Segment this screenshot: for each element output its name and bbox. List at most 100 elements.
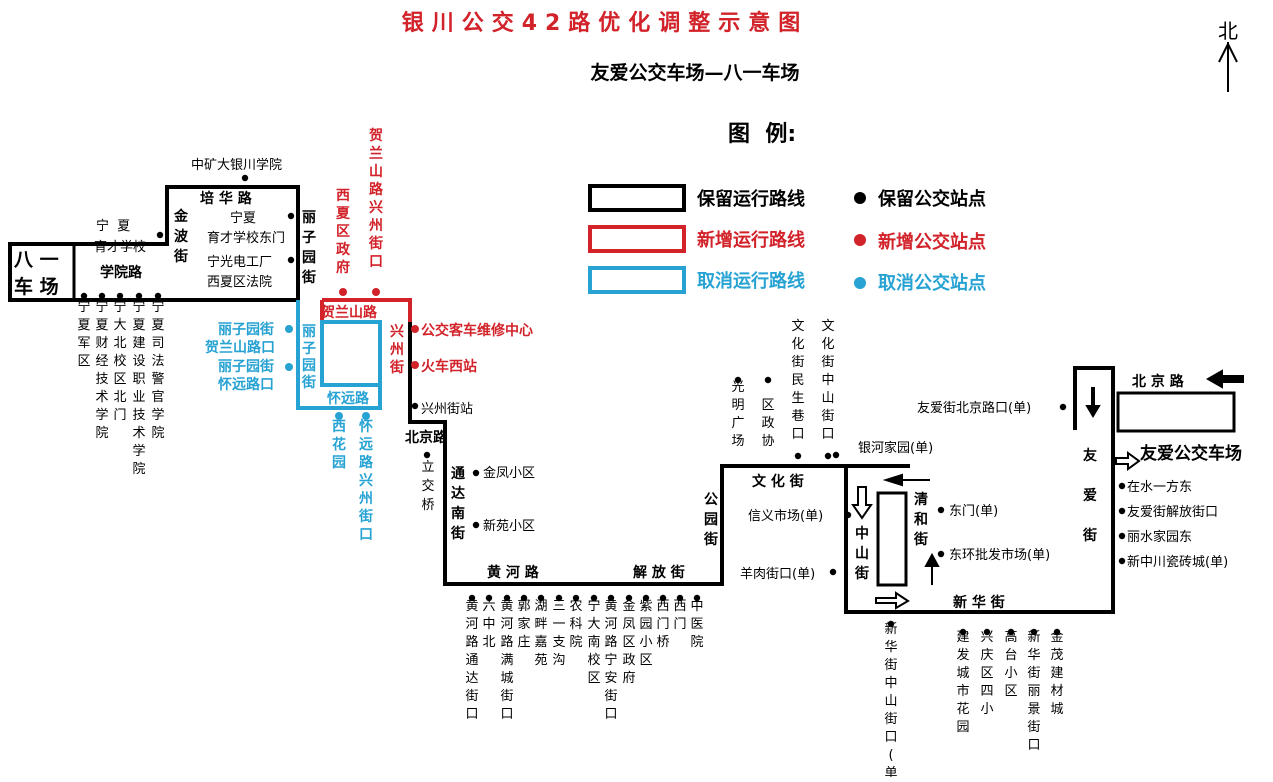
stop-dot [135,292,143,300]
vlabel-stops-huanghe_south-10: 紫园小区 [639,599,652,668]
svg-text:车 场: 车 场 [14,275,59,298]
svg-text:北: 北 [1218,19,1238,43]
svg-text:银河家园(单): 银河家园(单) [858,440,933,456]
svg-text:东环批发市场(单): 东环批发市场(单) [949,547,1050,563]
vlabel-stops-xueyuan_south-2: 宁大北校区北门 [113,299,126,423]
stop-dot [287,212,295,220]
vlabel-stops-xueyuan_south-1: 宁夏财经技术学院 [95,299,108,441]
svg-text:丽水家园东: 丽水家园东 [1127,529,1192,545]
north-arrow-icon: 北 [1218,19,1238,92]
svg-text:丽子园街: 丽子园街 [218,358,274,375]
road-jiefang: 解 放 街 [633,564,685,581]
stop-dot [472,521,480,529]
stop-dot [241,174,249,182]
vlabel-stops-huanghe_south-8: 黄河路宁安街口 [604,599,617,722]
vlabel-roads-gongyuan: 公园街 [703,492,718,548]
vlabel-stops-huanghe_south-2: 黄河路满城街口 [500,599,513,722]
svg-text:在水一方东: 在水一方东 [1127,479,1192,495]
new-route [320,298,412,322]
road-beijing-e: 北 京 路 [1132,373,1185,390]
stop-dot [372,288,380,296]
kept-route [8,185,1236,614]
stop-dot [676,594,684,602]
svg-text:新中川瓷砖城(单): 新中川瓷砖城(单) [1127,554,1228,570]
stop-zhongkuang: 中矿大银川学院 [191,157,282,173]
terminal-bayi: 八 一 车 场 [14,249,59,298]
svg-text:贺兰山路口: 贺兰山路口 [204,339,275,356]
stop-dot [642,594,650,602]
vlabel-stops-helan_xingzhou: 贺兰山路兴州街口 [368,127,384,270]
map-title: 银川公交42路优化调整示意图 [402,10,809,36]
vertical-labels: 金波街丽子园街丽子园街兴州街通达南街公园街中山街清和街友爱街西夏区政府贺兰山路兴… [77,127,1097,781]
stop-dot [285,325,293,333]
svg-text:友爱街北京路口(单): 友爱街北京路口(单) [917,400,1031,416]
stop-dot [590,594,598,602]
vlabel-stops-xinhua_south-3: 新华街丽景街口 [1027,629,1040,753]
vlabel-roads-xingzhou: 兴州街 [389,323,404,376]
stop-dot [625,594,633,602]
stop-dot [829,568,837,576]
vlabel-stops-huanghe_south-11: 西门桥 [656,599,669,650]
stop-dot [937,506,945,514]
stop-dot [824,452,832,460]
vlabel-stops-xinhua_zhongshan: 新华街中山街口(单) [884,621,897,777]
stop-dot [339,288,347,296]
stop-dot [734,376,742,384]
vlabel-stops-huanghe_south-5: 三一支沟 [552,599,565,668]
stop-dot [423,451,431,459]
svg-text:宁光电工厂: 宁光电工厂 [207,254,272,270]
stop-dot [520,594,528,602]
vlabel-stops-liqiao: 立交桥 [421,460,434,513]
stop-dot [1053,628,1061,636]
terminal-youai: 友爱公交车场 [1140,443,1242,464]
vlabel-stops-huanghe_south-9: 金凤区政府 [622,598,635,686]
stop-dot [472,469,480,477]
stop-dot [98,292,106,300]
svg-text:怀远路口: 怀远路口 [218,376,274,393]
vlabel-stops-huanghe_south-4: 湖畔嘉苑 [534,599,547,668]
vlabel-stops-huanghe_south-0: 黄河路通达街口 [465,599,478,722]
vlabel-stops-guangming: 光明广场 [731,380,744,449]
vlabel-stops-huanghe_south-7: 宁大南校区 [587,598,600,686]
svg-text:友爱街解放街口: 友爱街解放街口 [1127,504,1218,520]
vlabel-stops-huanghe_south-13: 中医院 [690,599,703,650]
stop-dot [154,292,162,300]
vlabel-roads-youai_st: 友爱街 [1082,447,1097,544]
road-xueyuan: 学院路 [100,264,143,281]
stop-dot [411,361,419,369]
vlabel-roads-tongda: 通达南街 [450,466,465,542]
vlabel-stops-huanghe_south-3: 郭家庄 [517,598,530,650]
vlabel-stops-xinhua_south-4: 金茂建材城 [1050,629,1063,717]
svg-text:八 一: 八 一 [14,249,59,271]
svg-text:宁夏: 宁夏 [230,210,256,226]
stop-dot [485,594,493,602]
svg-text:育才学校东门: 育才学校东门 [207,230,285,246]
legend-header: 图 例: [728,122,796,147]
vlabel-stops-huanghe_south-1: 六中北 [482,599,495,650]
stop-dot [411,402,419,410]
vlabel-stops-xinhua_south-1: 兴庆区四小 [980,630,993,717]
vlabel-stops-huanghe_south-12: 西门 [673,599,686,632]
vlabel-stops-xueyuan_south-4: 宁夏司法警官学院 [151,299,164,441]
road-beijing-w: 北京路 [405,429,448,446]
stop-dot [1030,628,1038,636]
stop-dot [503,594,511,602]
stop-bus-repair: 公交客车维修中心 [421,322,533,339]
stop-dot [1118,507,1126,515]
stop-dot [693,594,701,602]
stop-labels: 中矿大银川学院 宁 夏 育才学校 宁夏 育才学校东门 宁光电工厂 西夏区法院 公… [94,157,1228,582]
road-helanshan: 贺兰山路 [320,304,378,321]
stop-dot [1118,557,1126,565]
stop-dot [832,451,840,459]
stop-dot [156,231,164,239]
svg-text:兴州街站: 兴州街站 [421,402,473,417]
svg-text:西夏区法院: 西夏区法院 [207,275,272,290]
vlabel-stops-xixia_gov: 西夏区政府 [336,188,351,276]
stop-dot [1118,482,1126,490]
road-huanghe: 黄 河 路 [487,564,540,581]
svg-text:新增运行路线: 新增运行路线 [697,229,805,251]
stop-dot [411,325,419,333]
road-peihua: 培 华 路 [200,190,253,207]
svg-text:取消运行路线: 取消运行路线 [697,270,805,292]
